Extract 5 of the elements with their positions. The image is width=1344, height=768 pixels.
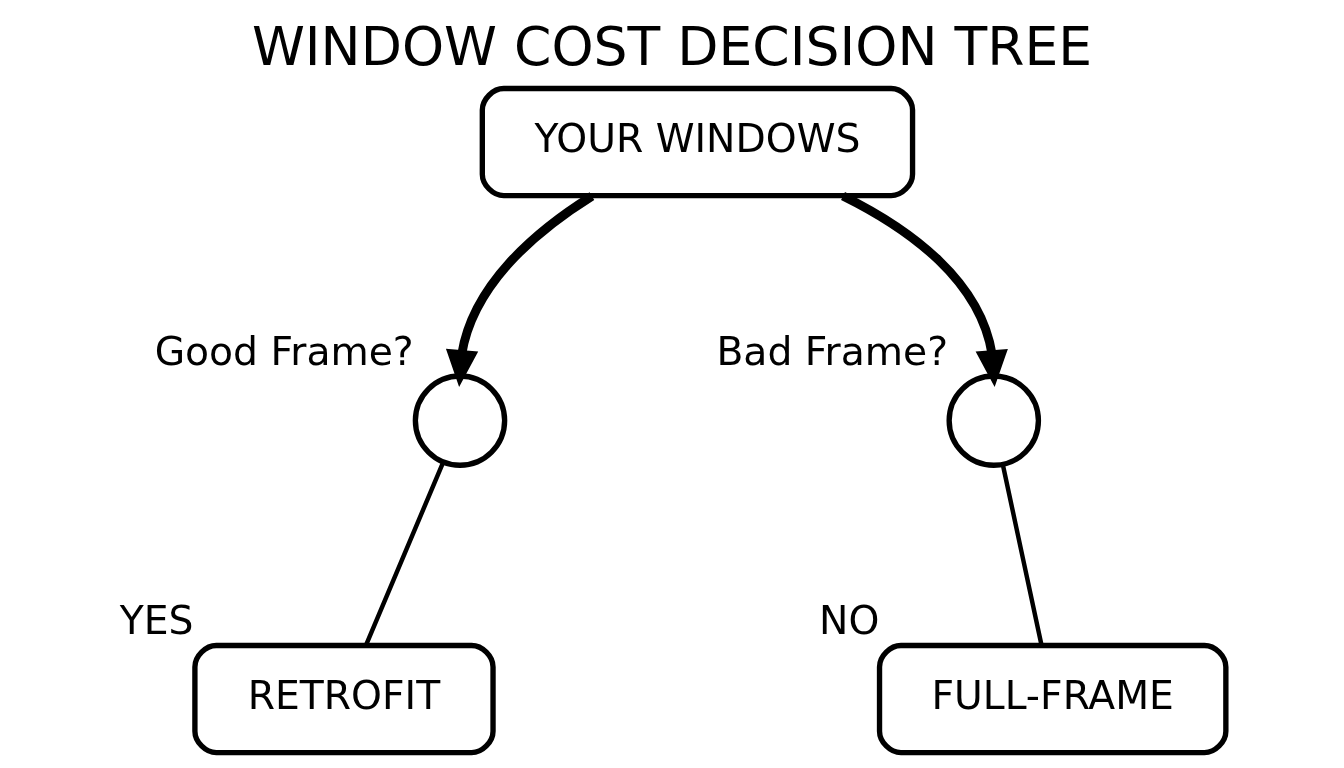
node-label: Bad Frame?	[716, 328, 949, 374]
node-label: Good Frame?	[154, 328, 414, 374]
diagram-title: WINDOW COST DECISION TREE	[251, 15, 1093, 79]
node-label: YES	[119, 598, 194, 644]
node-label: NO	[819, 598, 880, 644]
